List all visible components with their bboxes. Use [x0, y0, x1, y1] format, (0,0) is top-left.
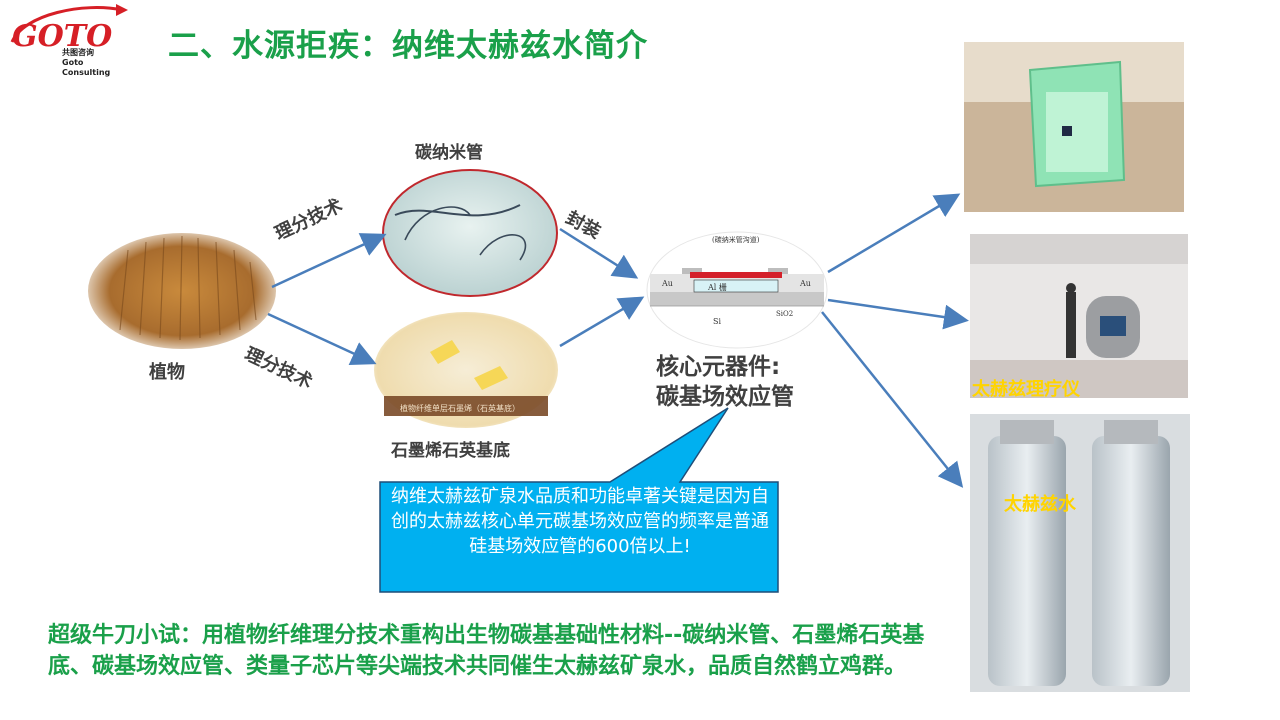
summary-text: 超级牛刀小试：用植物纤维理分技术重构出生物碳基基础性材料--碳纳米管、石墨烯石英…: [48, 623, 925, 679]
fet-si-label: Si: [713, 317, 721, 326]
arrow-nanotube-to-fet: [559, 227, 639, 279]
arrow-fet-to-chip: [827, 193, 961, 274]
component-line2: 碳基场效应管: [656, 384, 794, 410]
fet-au-left: Au: [661, 279, 673, 288]
fet-diagram: [646, 231, 828, 349]
goto-logo-mark: GOTO: [10, 4, 128, 54]
logo-sub-en: Goto Consulting: [62, 58, 111, 77]
nanotube-image: [382, 169, 558, 297]
arrow-plant-to-nanotube: [271, 233, 387, 289]
callout-text: 纳维太赫兹矿泉水品质和功能卓著关键是因为自创的太赫兹核心单元碳基场效应管的频率是…: [391, 486, 769, 557]
fet-gate-label: Al 栅: [707, 282, 727, 292]
goto-logo: GOTO 共图咨询 Goto Consulting: [4, 2, 128, 78]
arrow-fet-to-water: [821, 311, 964, 488]
callout-bubble: [379, 407, 779, 593]
logo-subtitle: 共图咨询 Goto Consulting: [62, 48, 128, 78]
graphene-plate-image: [374, 312, 558, 428]
label-plant: 植物: [149, 362, 185, 383]
chip-box-photo: [964, 42, 1184, 212]
fet-channel-label: (碳纳米管沟道): [712, 235, 760, 244]
label-nanotube: 碳纳米管: [415, 143, 483, 163]
label-graphene: 石墨烯石英基底: [391, 441, 510, 461]
logo-text: GOTO: [12, 19, 112, 54]
therapy-device-label: 太赫兹理疗仪: [972, 379, 1080, 400]
arrow-graphene-to-fet: [559, 296, 645, 348]
wheat-image: [88, 233, 276, 349]
graphene-plate-text: 植物纤维单层石墨烯（石英基底）: [400, 403, 520, 413]
arrow-plant-to-graphene: [267, 312, 377, 365]
therapy-device-photo: [970, 234, 1188, 398]
core-component-label: 核心元器件: 碳基场效应管: [656, 352, 794, 412]
water-bottles-photo: [970, 414, 1190, 692]
logo-sub-cn: 共图咨询: [62, 48, 94, 57]
page-title: 二、水源拒疾：纳维太赫兹水简介: [168, 28, 648, 64]
water-label: 太赫兹水: [1004, 494, 1076, 515]
fet-sio2-label: SiO2: [776, 310, 793, 318]
fet-au-right: Au: [799, 279, 811, 288]
arrow-fet-to-therapy: [827, 298, 969, 330]
component-line1: 核心元器件:: [656, 354, 781, 380]
